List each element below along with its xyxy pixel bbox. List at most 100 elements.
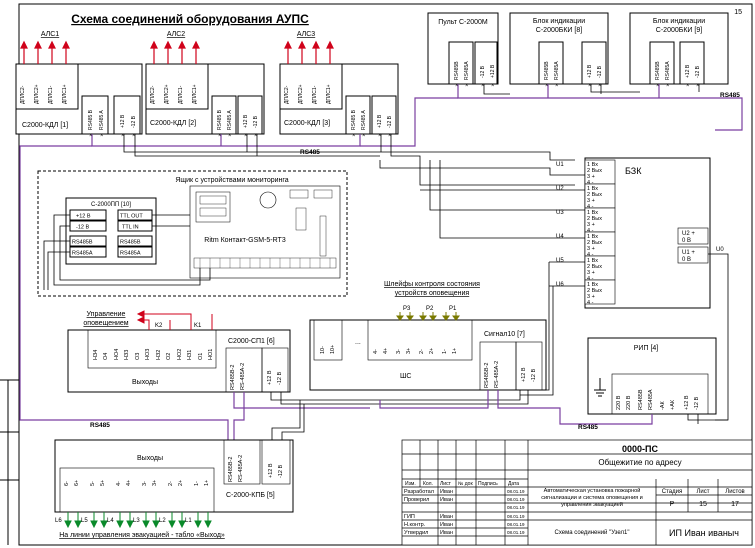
terminal: RS485B-2 [228, 457, 234, 482]
device-name: С-2000БКИ [8] [536, 27, 582, 34]
terminal: 220 В [616, 395, 622, 410]
loop-label: P1 [449, 306, 457, 312]
terminal: 1+ [204, 480, 210, 486]
bzk-terminal-group-6: 1 Вх 2 Вых 3 + 4 - [584, 279, 616, 306]
svg-text:×: × [218, 133, 222, 139]
terminal: 3 + [587, 246, 595, 252]
terminal: -12 В [76, 225, 89, 231]
terminal: 2 Вых [587, 216, 602, 222]
device-name: Пульт С-2000М [438, 19, 488, 26]
svg-text:×: × [696, 83, 700, 89]
terminal: 2 Вых [587, 288, 602, 294]
terminal: ДПЛС2- [20, 85, 26, 104]
terminal: 4 - [587, 300, 594, 306]
terminal: 2- [419, 349, 425, 354]
bzk-block: БЗК 1 Вх 2 Вых 3 + 4 - 1 Вх 2 Вых 3 + 4 … [556, 157, 724, 309]
terminal: 1+ [452, 348, 458, 354]
line-label: L1 [185, 518, 192, 524]
terminal: +12 В [684, 395, 690, 410]
svg-text:×: × [588, 83, 592, 89]
terminal: НО4 [114, 349, 120, 360]
sp1-block: Управление оповещением НЗ4 О4 НО4 НЗ3 О3… [67, 311, 291, 393]
battery-icon [259, 191, 277, 209]
caption: Шлейфы контроля состояния [384, 280, 480, 288]
enclosure-title: Ящик с устройствами мониторинга [175, 176, 288, 184]
als-label: АЛС2 [167, 31, 185, 38]
terminal: 1 Вх [587, 186, 598, 192]
sp1-control-arrows [136, 310, 213, 330]
terminal: RS485 A [361, 110, 367, 130]
terminal: ДПЛС2+ [34, 84, 40, 104]
stamp-role: Проверил [404, 497, 429, 503]
svg-text:×: × [388, 133, 392, 139]
sheet-value: 15 [699, 501, 707, 508]
bzk-wiring [379, 160, 729, 421]
terminal: -12 В [278, 465, 284, 478]
terminal: -12 В [695, 65, 701, 78]
device-name: С2000-КДЛ [1] [22, 122, 68, 129]
sheet-frame [18, 3, 753, 546]
loop-label: P3 [403, 306, 411, 312]
terminal: НО2 [177, 349, 183, 360]
terminal: ДПЛС2- [150, 85, 156, 104]
svg-text:×: × [455, 83, 459, 89]
terminal: 1- [442, 349, 448, 354]
monitor-wiring [43, 214, 211, 290]
terminal: +12 В [243, 114, 249, 128]
kpb-block: Выходы 6- 6+ 5- 5+ 4- 4+ 3- 3+ 2- 2+ 1- … [54, 439, 294, 539]
terminal: -12 В [131, 115, 137, 128]
input-label: U3 [556, 210, 564, 216]
terminal: НЗ1 [187, 350, 193, 360]
terminal: RS485A [648, 389, 654, 410]
svg-text:×: × [465, 83, 469, 89]
terminal: 1- [194, 481, 200, 486]
svg-text:×: × [555, 83, 559, 89]
terminal: RS485B [638, 389, 644, 410]
stamp-person: Иван [440, 489, 453, 495]
stamp-date: 08.01.19 [507, 522, 525, 527]
terminal: RS485B [454, 61, 460, 80]
rs485-label: RS485 [720, 92, 740, 99]
svg-text:×: × [132, 133, 136, 139]
device-name: РИП [4] [634, 345, 659, 352]
sheets-label: Листов [725, 489, 745, 495]
stamp-date: 08.01.19 [507, 530, 525, 535]
stamp-role: ГИП [404, 514, 415, 520]
terminal: RS485 B [351, 109, 357, 130]
svg-text:×: × [491, 83, 495, 89]
rs485-bus-top [19, 84, 743, 421]
stamp-date: 08.01.19 [507, 489, 525, 494]
als-label: АЛС3 [297, 31, 315, 38]
power-lines-top [123, 84, 700, 186]
terminal: 4- [373, 349, 379, 354]
bzk-terminal-group-5: 1 Вх 2 Вых 3 + 4 - [584, 255, 616, 282]
terminal: RS485B [655, 61, 661, 80]
terminal: 3+ [406, 348, 412, 354]
caption: На линии управления эвакуацией - табло «… [59, 531, 225, 539]
terminal: 3 + [587, 198, 595, 204]
terminal: ДПЛС1- [48, 85, 54, 104]
stamp-date: 08.01.19 [507, 497, 525, 502]
svg-text:×: × [100, 133, 104, 139]
terminal: 4 - [587, 276, 594, 282]
rs485-label: RS485 [300, 149, 320, 156]
device-name: С-2000ПП [10] [91, 202, 131, 208]
monitoring-enclosure: Ящик с устройствами мониторинга С-2000ПП… [37, 170, 348, 297]
terminal: НО1 [208, 349, 214, 360]
svg-text:×: × [656, 83, 660, 89]
als-arrows [20, 40, 334, 64]
terminal: +12 В [521, 367, 527, 382]
stamp-header: Подпись [478, 481, 498, 487]
terminal: 1 Вх [587, 162, 598, 168]
als-label: АЛС1 [41, 31, 59, 38]
terminal: RS485B [72, 240, 93, 246]
svg-text:×: × [686, 83, 690, 89]
terminal: RS485B [544, 61, 550, 80]
terminal: О2 [166, 353, 172, 360]
device-name: С-2000-КПБ [5] [226, 492, 275, 499]
terminal: RS485 A [99, 110, 105, 130]
terminal: 3 + [587, 294, 595, 300]
kdl-block-1: АЛС1 ДПЛС2- ДПЛС2+ ДПЛС1- ДПЛС1+ RS485 B… [15, 31, 143, 135]
ritm-board [189, 185, 341, 279]
